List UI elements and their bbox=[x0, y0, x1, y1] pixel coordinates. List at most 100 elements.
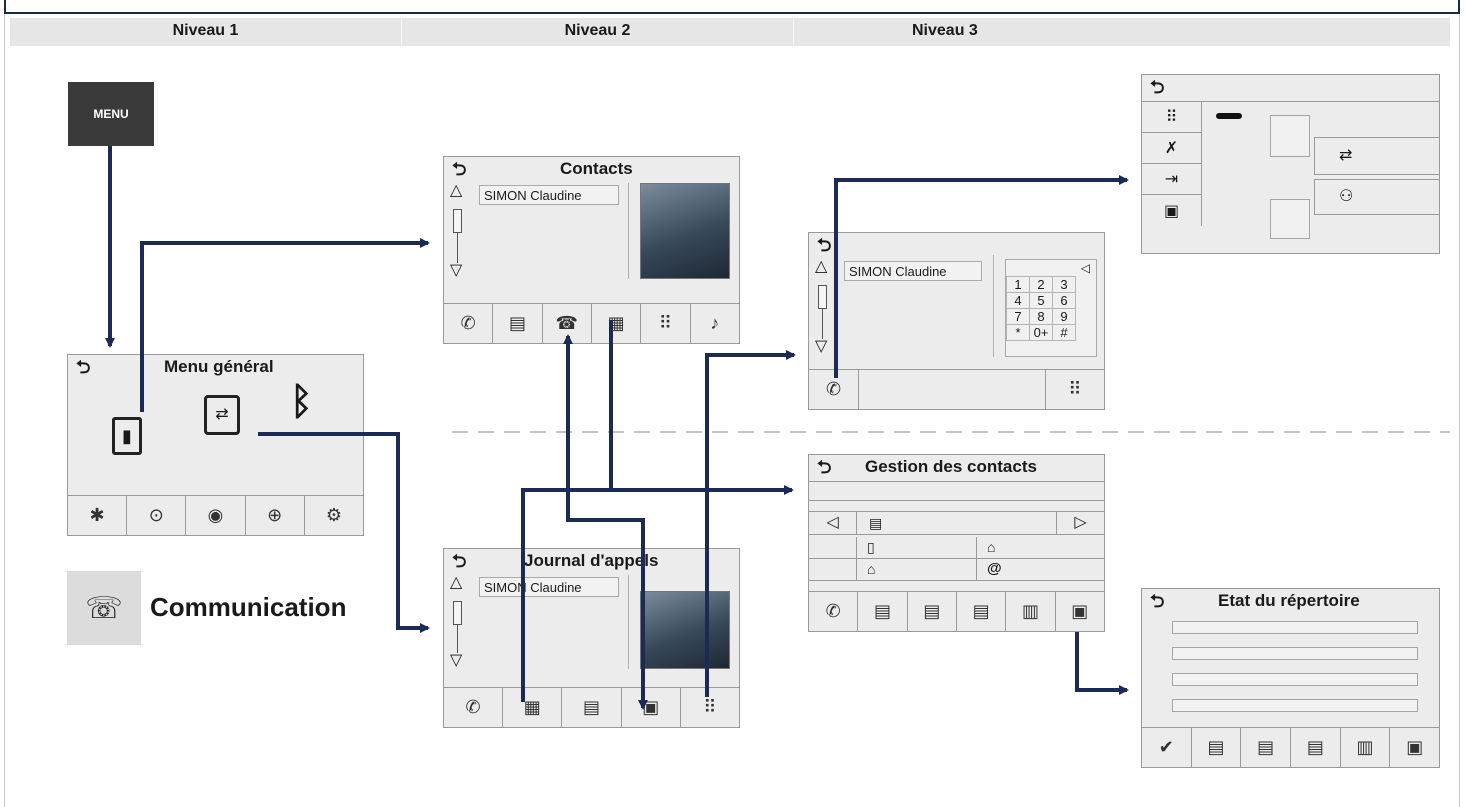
navigation-icon[interactable]: ⊙ bbox=[127, 496, 187, 535]
settings-icon[interactable]: ⚙ bbox=[325, 505, 342, 525]
contact-management-icon[interactable]: ▦ bbox=[503, 688, 563, 727]
directory-status-icon[interactable]: ▣ bbox=[1071, 601, 1089, 621]
caller-photo-slot bbox=[1270, 199, 1310, 239]
phone-icon[interactable]: ✆ bbox=[809, 370, 859, 409]
backspace-icon[interactable]: ◁ bbox=[1080, 261, 1090, 275]
edit-contact-icon[interactable]: ▤ bbox=[1241, 728, 1292, 767]
bluetooth-icon[interactable]: ᛒ bbox=[290, 381, 313, 423]
transfer-icon[interactable]: ⇥ bbox=[1142, 164, 1202, 195]
back-arrow-icon[interactable]: ⮌ bbox=[1150, 591, 1165, 611]
menu-key[interactable]: MENU bbox=[68, 82, 154, 146]
keypad-icon[interactable]: ⠿ bbox=[703, 697, 717, 717]
back-arrow-icon[interactable]: ⮌ bbox=[817, 457, 832, 477]
confirm-icon[interactable]: ✔ bbox=[1142, 728, 1192, 767]
contact-card-icon: ▤ bbox=[869, 515, 883, 531]
directory-status-icon[interactable]: ▣ bbox=[1406, 737, 1424, 757]
arrow-to-gestion bbox=[521, 485, 794, 702]
scroll-down-icon[interactable]: ▽ bbox=[450, 652, 463, 669]
keypad-key[interactable]: 6 bbox=[1052, 292, 1076, 309]
add-contact-icon[interactable]: ▤ bbox=[1192, 728, 1242, 767]
delete-icon[interactable]: ▥ bbox=[1006, 592, 1056, 631]
etat-toolbar: ✔ ▤ ▤ ▤ ▥ ▣ bbox=[1142, 727, 1439, 767]
dialer-toolbar: ✆ ⠿ bbox=[809, 369, 1104, 409]
swap-call-icon[interactable]: ⇄ bbox=[1314, 137, 1440, 175]
edit-contact-icon[interactable]: ▤ bbox=[908, 592, 957, 631]
mute-icon[interactable]: ✗ bbox=[1142, 133, 1202, 164]
globe-phone-icon: ☏ bbox=[67, 571, 141, 645]
contact-photo bbox=[640, 591, 730, 669]
etat-title: Etat du répertoire bbox=[1218, 591, 1360, 610]
photo-divider bbox=[628, 575, 629, 669]
radio-icon[interactable]: ◉ bbox=[186, 496, 246, 535]
call-log-icon[interactable]: ☎ bbox=[543, 304, 592, 343]
bluetooth-phone-icon[interactable]: ✱ bbox=[68, 496, 128, 535]
scroll-up-icon[interactable]: △ bbox=[815, 258, 828, 275]
top-divider bbox=[1142, 101, 1439, 102]
add-contact-icon[interactable]: ▤ bbox=[858, 592, 908, 631]
arrow-contacts-to-journal-book bbox=[566, 478, 648, 710]
gestion-empty-row bbox=[809, 481, 1104, 501]
contacts-toolbar: ✆ ▤ ☎ ▦ ⠿ ♪ bbox=[444, 303, 739, 343]
journal-screen: ⮌ Journal d'appels △ ▽ SIMON Claudine ✆ … bbox=[443, 548, 740, 728]
scroll-down-icon[interactable]: ▽ bbox=[450, 262, 463, 279]
scroll-track bbox=[822, 309, 823, 339]
scroll-up-icon[interactable]: △ bbox=[450, 182, 463, 199]
detail-row: ⌂ @ bbox=[809, 559, 1104, 581]
in-call-screen: ⮌ ⠿ ✗ ⇥ ▣ ⇄ ⚇ bbox=[1141, 74, 1440, 254]
conference-icon[interactable]: ⚇ bbox=[1314, 179, 1440, 215]
row-spacer bbox=[809, 537, 857, 558]
delete-icon[interactable]: ▥ bbox=[1341, 728, 1391, 767]
toolbar-empty bbox=[859, 370, 1046, 409]
journal-title: Journal d'appels bbox=[524, 551, 659, 570]
contact-entry[interactable]: SIMON Claudine bbox=[479, 577, 619, 597]
contact-card-icon[interactable]: ▤ bbox=[493, 304, 543, 343]
scroll-down-icon[interactable]: ▽ bbox=[815, 338, 828, 355]
back-arrow-icon[interactable]: ⮌ bbox=[817, 235, 832, 255]
keypad-icon[interactable]: ⠿ bbox=[1142, 102, 1202, 133]
keypad-row: *0+# bbox=[1006, 324, 1076, 341]
contacts-book-icon[interactable]: ▣ bbox=[1142, 195, 1202, 226]
work-icon: ⌂ bbox=[987, 539, 996, 555]
add-contact-icon[interactable]: ▤ bbox=[562, 688, 622, 727]
back-arrow-icon[interactable]: ⮌ bbox=[1150, 77, 1165, 97]
contacts-book-icon[interactable]: ▮ bbox=[112, 417, 142, 455]
status-bar bbox=[1172, 647, 1418, 660]
music-icon[interactable]: ♪ bbox=[710, 313, 720, 333]
phone-icon[interactable]: ✆ bbox=[444, 304, 494, 343]
journal-toolbar: ✆ ▦ ▤ ▣ ⠿ bbox=[444, 687, 739, 727]
photo-divider bbox=[628, 183, 629, 279]
scroll-slider[interactable] bbox=[818, 285, 827, 309]
arrow-general-to-contacts bbox=[140, 238, 430, 412]
globe-icon[interactable]: ⊕ bbox=[246, 496, 305, 535]
level-3-label: Niveau 3 bbox=[912, 22, 978, 39]
level-2-label: Niveau 2 bbox=[402, 18, 794, 46]
back-arrow-icon[interactable]: ⮌ bbox=[452, 159, 467, 179]
scroll-slider[interactable] bbox=[453, 601, 462, 625]
row-spacer bbox=[809, 559, 857, 580]
keypad-icon[interactable]: ⠿ bbox=[641, 304, 691, 343]
phone-icon[interactable]: ✆ bbox=[809, 592, 859, 631]
next-icon[interactable]: ▷ bbox=[1056, 512, 1104, 534]
copy-contact-icon[interactable]: ▤ bbox=[957, 592, 1007, 631]
hang-up-icon[interactable] bbox=[1216, 113, 1242, 119]
gestion-toolbar: ✆ ▤ ▤ ▤ ▥ ▣ bbox=[809, 591, 1104, 631]
frame-border bbox=[4, 14, 1460, 807]
keypad-key[interactable]: * bbox=[1006, 324, 1030, 341]
email-label: @ bbox=[987, 560, 1002, 577]
phone-icon[interactable]: ✆ bbox=[444, 688, 504, 727]
copy-contact-icon[interactable]: ▤ bbox=[1291, 728, 1341, 767]
call-log-icon[interactable]: ⇄ bbox=[204, 395, 240, 435]
previous-icon[interactable]: ◁ bbox=[809, 512, 857, 534]
etat-screen: ⮌ Etat du répertoire ✔ ▤ ▤ ▤ ▥ ▣ bbox=[1141, 588, 1440, 768]
back-arrow-icon[interactable]: ⮌ bbox=[76, 357, 91, 377]
scroll-up-icon[interactable]: △ bbox=[450, 574, 463, 591]
contact-entry[interactable]: SIMON Claudine bbox=[479, 185, 619, 205]
keypad-key[interactable]: # bbox=[1052, 324, 1076, 341]
keypad-icon[interactable]: ⠿ bbox=[1068, 379, 1082, 399]
contact-entry[interactable]: SIMON Claudine bbox=[844, 261, 982, 281]
scroll-slider[interactable] bbox=[453, 209, 462, 233]
back-arrow-icon[interactable]: ⮌ bbox=[452, 551, 467, 571]
menu-general-screen: ⮌ Menu général ▮ ⇄ ᛒ ✱ ⊙ ◉ ⊕ ⚙ bbox=[67, 354, 364, 536]
